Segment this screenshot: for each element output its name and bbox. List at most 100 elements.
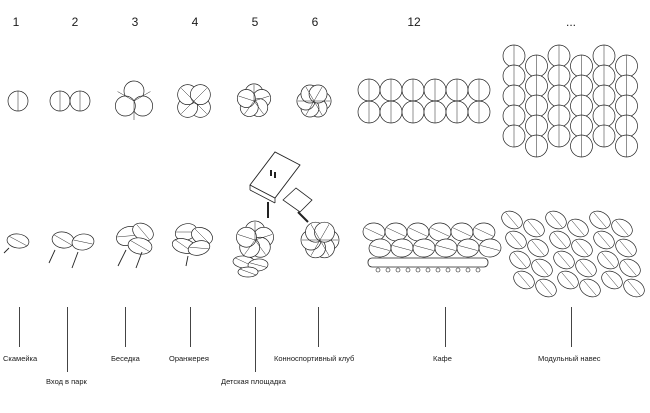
perspective-module-3 — [116, 222, 154, 269]
plan-circle — [547, 84, 571, 108]
perspective-flower — [236, 220, 274, 258]
perspective-module-4 — [171, 223, 213, 267]
leaf-petal — [127, 237, 153, 255]
plan-circle — [502, 104, 526, 128]
plan-module-grid — [502, 44, 638, 158]
leaf-petal — [531, 258, 553, 278]
leaf-petal — [597, 250, 619, 270]
plan-circle — [467, 78, 491, 102]
plan-circle — [570, 74, 593, 98]
plan-circle — [525, 114, 548, 138]
leaf-petal — [549, 230, 571, 250]
plan-circle — [502, 64, 526, 88]
leaf-petal — [390, 238, 414, 258]
count-1: 1 — [12, 15, 20, 29]
leaf-petal — [368, 238, 392, 258]
perspective-module-1 — [3, 233, 30, 254]
plan-circle — [525, 74, 548, 98]
leaf-petal — [187, 240, 211, 256]
plan-circle — [592, 124, 616, 148]
plan-circle — [423, 100, 447, 124]
plan-circle — [467, 100, 491, 124]
leaf-petal — [456, 238, 480, 258]
leaf-petal — [623, 278, 645, 298]
plan-circle — [615, 74, 638, 98]
perspective-module-5 — [232, 220, 274, 278]
plan-circle — [69, 90, 91, 112]
plan-circle — [615, 114, 638, 138]
count-4: 4 — [191, 15, 199, 29]
leaf-petal — [575, 258, 597, 278]
plan-circle — [357, 100, 381, 124]
plan-circle — [615, 134, 638, 158]
leaf-petal — [472, 222, 496, 242]
leader-line-greenhouse — [190, 307, 191, 347]
plan-circle — [570, 94, 593, 118]
plan-circle — [423, 78, 447, 102]
plan-circle — [592, 104, 616, 128]
plan-circle — [615, 94, 638, 118]
leaf-petal — [579, 278, 601, 298]
plan-module-3 — [114, 80, 154, 120]
leaf-petal — [412, 238, 436, 258]
plan-circle — [547, 124, 571, 148]
count-many: ... — [565, 15, 577, 29]
plan-module-2 — [49, 90, 91, 112]
leaf-petal — [593, 230, 615, 250]
leader-line-canopy — [571, 307, 572, 347]
leaf-petal — [571, 238, 593, 258]
perspective-module-12 — [362, 222, 502, 273]
leaf-petal — [619, 258, 641, 278]
plan-circle — [592, 44, 616, 68]
plan-module-6 — [296, 84, 332, 118]
plan-circle — [502, 84, 526, 108]
plan-circle — [592, 64, 616, 88]
leaf-petal — [509, 250, 531, 270]
plan-circle — [401, 100, 425, 124]
leaf-petal — [601, 270, 623, 290]
plan-circle — [547, 104, 571, 128]
count-5: 5 — [251, 15, 259, 29]
count-12: 12 — [407, 15, 421, 29]
leaf-petal — [611, 218, 633, 238]
plan-circle — [379, 100, 403, 124]
leaf-petal — [567, 218, 589, 238]
leaf-petal — [51, 231, 75, 249]
perspective-module-6 — [300, 221, 340, 259]
label-park-entrance: Вход в парк — [46, 377, 87, 386]
plan-circle — [592, 84, 616, 108]
plan-circle — [445, 100, 469, 124]
leaf-petal — [535, 278, 557, 298]
plan-module-5 — [236, 83, 272, 117]
leaf-petal — [557, 270, 579, 290]
leaf-petal — [553, 250, 575, 270]
leaf-petal — [615, 238, 637, 258]
label-equestrian-club: Конноспортивный клуб — [274, 354, 355, 363]
leader-line-equestrian-club — [318, 307, 319, 347]
leaf-petal — [237, 266, 259, 278]
plan-circle — [357, 78, 381, 102]
plan-circle — [570, 114, 593, 138]
plan-circle — [570, 54, 593, 78]
leaf-petal — [523, 218, 545, 238]
plan-circle — [401, 78, 425, 102]
perspective-module-grid — [501, 210, 645, 298]
leaf-petal — [478, 238, 502, 258]
plan-circle — [525, 54, 548, 78]
leader-line-playground — [255, 307, 256, 372]
plan-view-row — [7, 44, 638, 158]
plan-module-12 — [357, 78, 491, 124]
leader-line-gazebo — [125, 307, 126, 347]
leaf-petal — [6, 233, 30, 249]
plan-circle — [570, 134, 593, 158]
plan-circle — [445, 78, 469, 102]
plan-circle — [615, 54, 638, 78]
count-6: 6 — [311, 15, 319, 29]
plan-module-4 — [177, 84, 211, 118]
leaf-petal — [589, 210, 611, 230]
plan-module-1 — [7, 90, 29, 112]
leaf-petal — [71, 233, 95, 251]
label-modular-canopy: Модульный навес — [538, 354, 601, 363]
leaf-petal — [434, 238, 458, 258]
